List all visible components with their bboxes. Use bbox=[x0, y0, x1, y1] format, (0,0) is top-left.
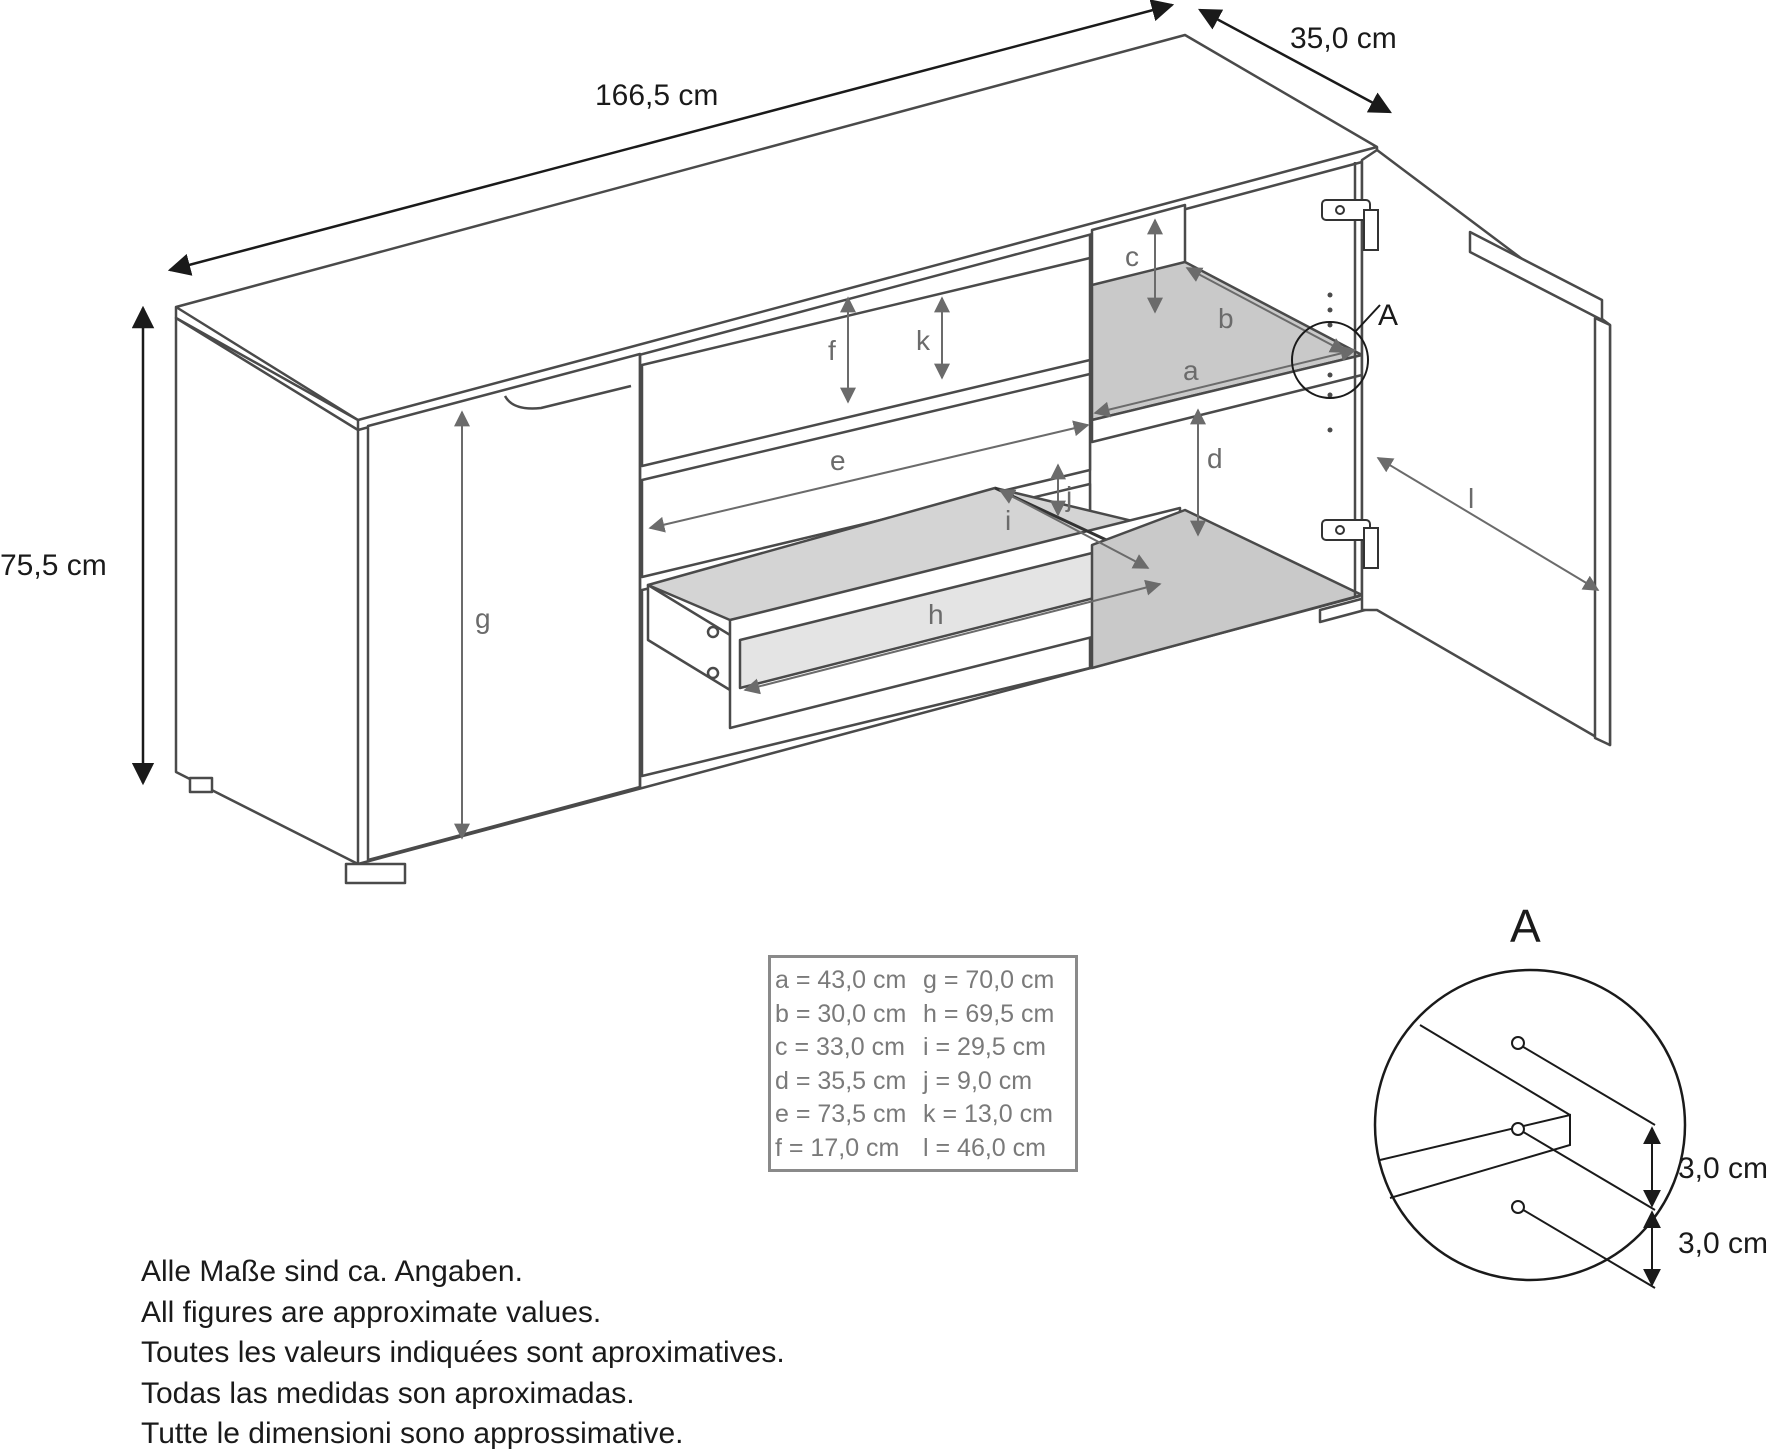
dim-arrow-b bbox=[1185, 267, 1347, 353]
legend-cell: a = 43,0 cm bbox=[775, 966, 907, 995]
leg-back-left bbox=[188, 776, 214, 794]
label-a: a bbox=[1183, 355, 1199, 386]
label-h: h bbox=[928, 599, 944, 630]
label-i: i bbox=[1005, 505, 1011, 536]
legend-cell: g = 70,0 cm bbox=[923, 966, 1055, 995]
legend-row: c = 33,0 cm i = 29,5 cm bbox=[775, 1031, 1071, 1065]
label-b: b bbox=[1218, 303, 1234, 334]
legend-cell: j = 9,0 cm bbox=[923, 1066, 1033, 1095]
dim-arrow-i bbox=[998, 489, 1150, 569]
detail-marker-circle bbox=[1291, 321, 1369, 399]
width-dimension-label: 166,5 cm bbox=[595, 79, 718, 112]
detail-a-view bbox=[1373, 968, 1687, 1289]
right-door bbox=[1360, 148, 1612, 747]
dim-arrow-h bbox=[743, 579, 1162, 695]
note-french: Toutes les valeurs indiquées sont aproxi… bbox=[141, 1336, 785, 1369]
top-panel bbox=[174, 33, 1379, 432]
right-door-handle-rail bbox=[1468, 230, 1604, 322]
label-g: g bbox=[475, 603, 491, 634]
label-d: d bbox=[1207, 443, 1223, 474]
legend-row: e = 73,5 cm k = 13,0 cm bbox=[775, 1098, 1071, 1132]
detail-title: A bbox=[1510, 900, 1541, 952]
depth-dimension-line bbox=[1198, 8, 1392, 114]
left-door bbox=[366, 352, 642, 862]
drawer-screw-1 bbox=[706, 625, 720, 639]
top-panel-front-edge bbox=[357, 145, 1378, 422]
legend-cell: c = 33,0 cm bbox=[775, 1033, 905, 1062]
detail-leader-1 bbox=[1519, 1044, 1656, 1126]
legend-cell: l = 46,0 cm bbox=[923, 1133, 1046, 1162]
detail-shelf-edge bbox=[1379, 1113, 1571, 1199]
legend-row: d = 35,5 cm j = 9,0 cm bbox=[775, 1065, 1071, 1099]
detail-shelf-top-line bbox=[1419, 1024, 1571, 1116]
hinge-upper bbox=[1321, 199, 1379, 251]
detail-leader-2 bbox=[1519, 1129, 1656, 1211]
depth-dimension-label: 35,0 cm bbox=[1290, 22, 1397, 55]
top-panel-side-edge bbox=[175, 305, 359, 422]
drawer-front-1 bbox=[640, 256, 1092, 468]
legend-row: b = 30,0 cm h = 69,5 cm bbox=[775, 998, 1071, 1032]
detail-spacing-lower-label: 3,0 cm bbox=[1678, 1227, 1768, 1260]
note-english: All figures are approximate values. bbox=[141, 1295, 602, 1329]
legend-cell: k = 13,0 cm bbox=[923, 1100, 1053, 1129]
legend-row: f = 17,0 cm l = 46,0 cm bbox=[775, 1132, 1071, 1166]
detail-marker-leader bbox=[1354, 304, 1381, 333]
hinge-lower bbox=[1321, 519, 1379, 569]
legend-row: a = 43,0 cm g = 70,0 cm bbox=[775, 964, 1071, 998]
label-f: f bbox=[828, 335, 836, 366]
dimension-legend-table: a = 43,0 cm g = 70,0 cm b = 30,0 cm h = … bbox=[768, 955, 1078, 1172]
note-italian: Tutte le dimensioni sono approssimative. bbox=[141, 1417, 684, 1450]
width-dimension-line bbox=[167, 0, 1175, 276]
detail-leader-3 bbox=[1519, 1207, 1656, 1289]
detail-spacing-upper-label: 3,0 cm bbox=[1678, 1152, 1768, 1185]
leg-front-left bbox=[344, 862, 407, 885]
label-e: e bbox=[830, 445, 846, 476]
detail-pin-hole-3 bbox=[1511, 1200, 1525, 1214]
right-door-edge bbox=[1593, 316, 1612, 747]
label-c: c bbox=[1125, 241, 1139, 272]
dim-arrow-a bbox=[1093, 345, 1357, 418]
legend-cell: b = 30,0 cm bbox=[775, 999, 907, 1028]
left-door-handle bbox=[503, 384, 632, 410]
note-spanish: Todas las medidas son aproximadas. bbox=[141, 1376, 635, 1410]
drawer-screw-2 bbox=[706, 666, 720, 680]
detail-marker-label: A bbox=[1378, 299, 1398, 332]
legend-cell: f = 17,0 cm bbox=[775, 1133, 900, 1162]
detail-pin-hole-1 bbox=[1511, 1036, 1525, 1050]
legend-cell: e = 73,5 cm bbox=[775, 1100, 907, 1129]
label-l: l bbox=[1468, 483, 1474, 514]
label-j: j bbox=[1065, 481, 1072, 512]
dim-arrow-e bbox=[648, 420, 1090, 533]
dim-arrow-l bbox=[1376, 457, 1600, 591]
legend-cell: i = 29,5 cm bbox=[923, 1033, 1046, 1062]
note-german: Alle Maße sind ca. Angaben. bbox=[141, 1255, 523, 1288]
legend-cell: d = 35,5 cm bbox=[775, 1066, 907, 1095]
legend-cell: h = 69,5 cm bbox=[923, 999, 1055, 1028]
approximate-values-notes: Alle Maße sind ca. Angaben. All figures … bbox=[141, 1252, 785, 1455]
inner-dimension-arrows bbox=[454, 218, 1600, 840]
label-k: k bbox=[916, 325, 931, 356]
height-dimension-label: 75,5 cm bbox=[0, 549, 107, 582]
overall-dimensions bbox=[131, 0, 1392, 786]
detail-pin-hole-2 bbox=[1511, 1122, 1525, 1136]
